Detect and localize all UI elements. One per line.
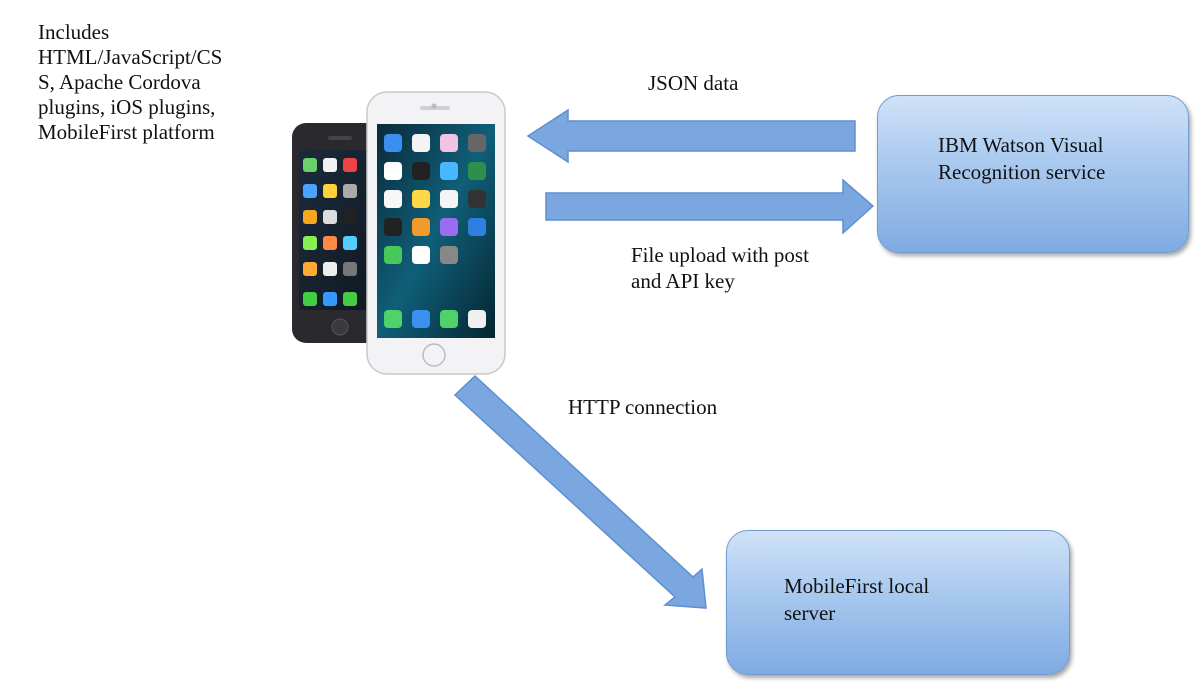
- json-data-label: JSON data: [648, 70, 738, 96]
- platform-note: Includes HTML/JavaScript/CS S, Apache Co…: [38, 20, 268, 145]
- server-line: MobileFirst local: [784, 574, 930, 598]
- note-line: Includes: [38, 20, 110, 44]
- file-upload-label: File upload with post and API key: [631, 242, 809, 294]
- upload-line: and API key: [631, 269, 735, 293]
- server-line: server: [784, 601, 836, 625]
- http-connection-label: HTTP connection: [568, 394, 717, 420]
- note-line: HTML/JavaScript/CS: [38, 45, 223, 69]
- http-connection-text: HTTP connection: [568, 395, 718, 419]
- watson-service-title: IBM Watson Visual Recognition service: [938, 132, 1105, 186]
- note-line: MobileFirst platform: [38, 120, 215, 144]
- file-upload-arrow: [545, 178, 875, 235]
- mobilefirst-server-box: MobileFirst local server: [726, 530, 1070, 675]
- note-line: S, Apache Cordova: [38, 70, 201, 94]
- mobilefirst-server-title: MobileFirst local server: [784, 573, 929, 627]
- watson-line: IBM Watson Visual: [938, 133, 1104, 157]
- json-data-arrow: [526, 108, 856, 164]
- upload-line: File upload with post: [631, 243, 809, 267]
- note-line: plugins, iOS plugins,: [38, 95, 216, 119]
- http-connection-arrow: [453, 374, 707, 609]
- json-data-text: JSON data: [648, 71, 739, 95]
- smartphone-icon: [366, 91, 506, 375]
- watson-line: Recognition service: [938, 160, 1106, 184]
- watson-service-box: IBM Watson Visual Recognition service: [877, 95, 1189, 253]
